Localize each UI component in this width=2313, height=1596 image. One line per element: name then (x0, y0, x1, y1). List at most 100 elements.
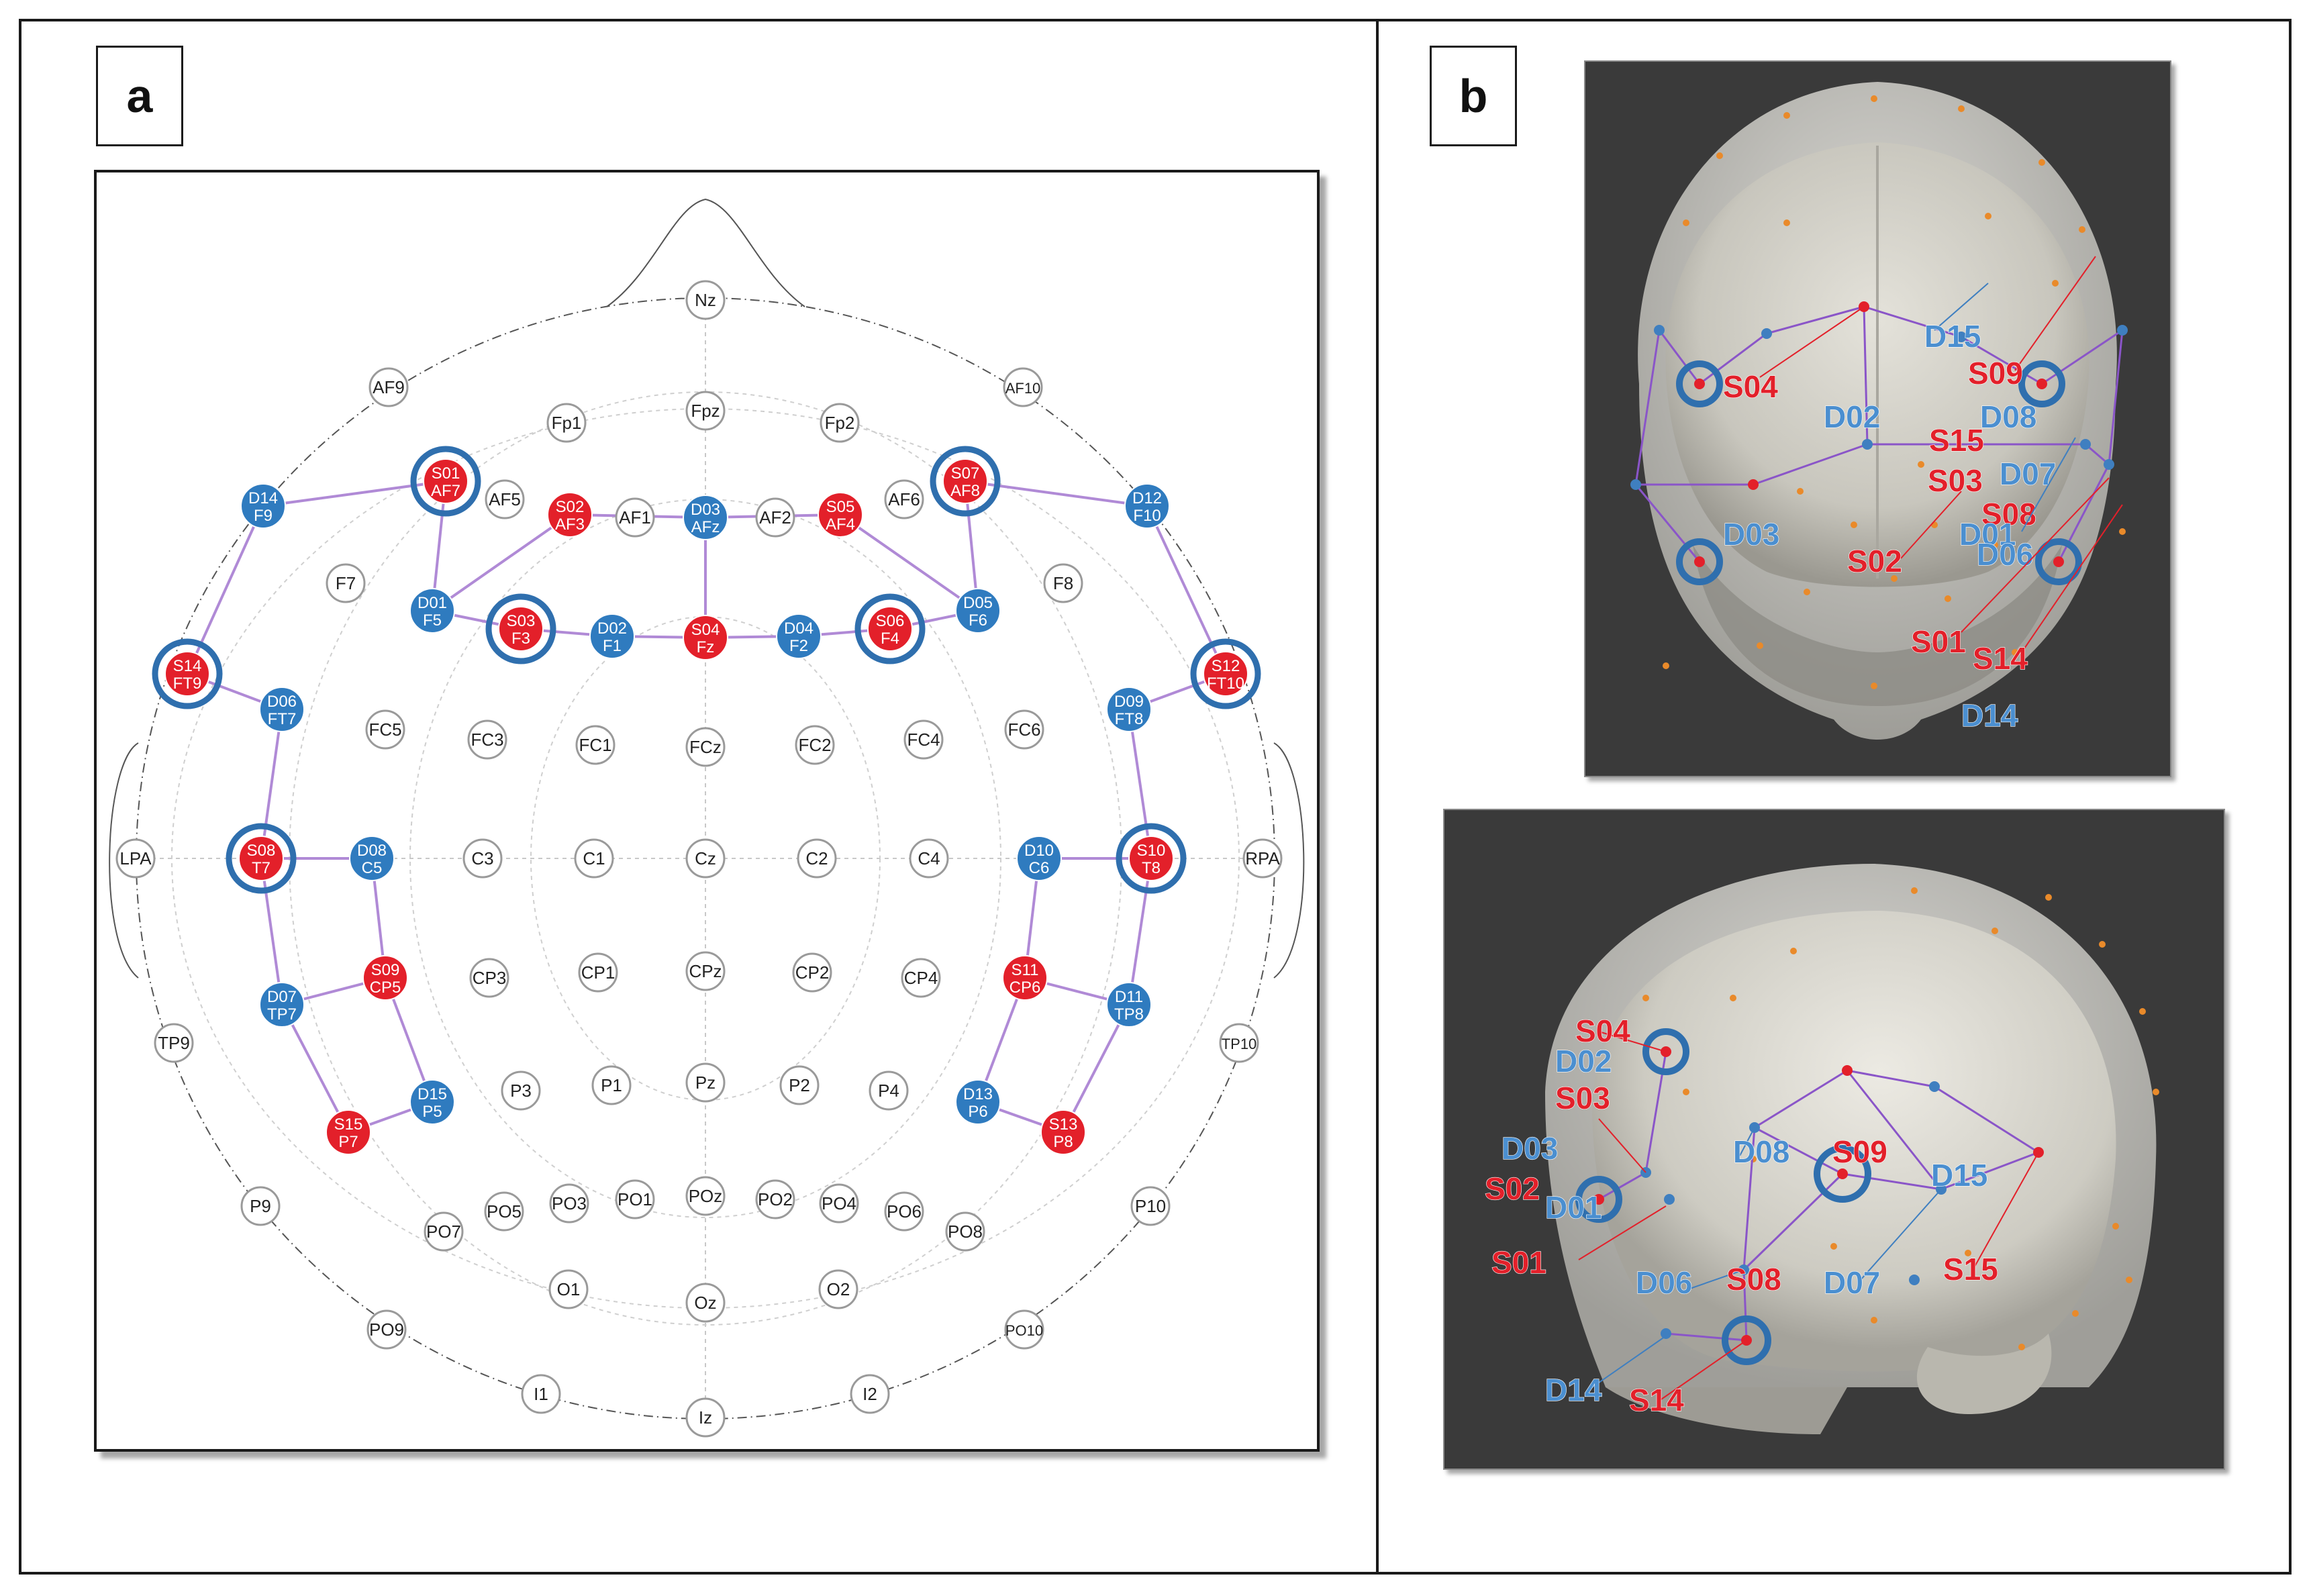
detector-id: D04 (784, 619, 814, 638)
eeg-position-label: FCz (689, 737, 722, 757)
eeg-position-label: CP4 (904, 968, 938, 988)
channel-line (1598, 1171, 1646, 1201)
eeg-position: P2 (779, 1065, 820, 1105)
source-label: S09 (1832, 1134, 1887, 1169)
source-id: S01 (432, 464, 460, 483)
cerebellum-shape (1916, 1334, 2052, 1414)
left-ear-outline (109, 742, 139, 979)
detector-position: F6 (969, 611, 987, 630)
unused-position-dot (1757, 642, 1763, 649)
eeg-position-label: PO10 (1005, 1322, 1043, 1339)
figure-frame (19, 19, 2292, 1575)
eeg-position-label: P4 (878, 1081, 899, 1101)
detector-id: D05 (963, 594, 993, 612)
source-position: AF8 (950, 482, 980, 500)
eeg-position: O1 (548, 1269, 589, 1309)
source-id: S08 (247, 842, 276, 860)
highlight-ring (854, 593, 926, 664)
right-ear-outline (1273, 742, 1305, 979)
channel-S10-D09 (1128, 709, 1152, 859)
leader-line (2021, 437, 2076, 532)
detector-position: FT8 (1115, 710, 1144, 728)
detector-label: D03 (1723, 517, 1779, 552)
eeg-position: AF5 (485, 479, 525, 519)
optode-dot (1664, 1194, 1675, 1205)
detector-label: D03 (1502, 1131, 1558, 1166)
channel-line (1842, 1173, 1942, 1191)
unused-position-dot (1871, 683, 1877, 689)
unused-position-dot (2126, 1277, 2132, 1283)
channel-S05-D05 (839, 513, 979, 612)
eeg-position: FCz (685, 727, 726, 767)
channel-line (1754, 1126, 1843, 1175)
eeg-position: FC4 (903, 719, 944, 760)
source-label: S02 (1485, 1171, 1540, 1206)
eeg-position: Nz (685, 280, 726, 320)
eeg-position-label: Fp1 (552, 413, 582, 433)
eeg-position-label: TP10 (1222, 1036, 1257, 1052)
channel-S10-D11 (1128, 858, 1152, 1005)
leader-line (1659, 1340, 1747, 1401)
eeg-position: AF1 (615, 497, 655, 538)
detector-label: D02 (1555, 1044, 1612, 1079)
eeg-position-label: C2 (805, 848, 828, 868)
eeg-position-label: Cz (695, 848, 716, 868)
source-label: S02 (1847, 544, 1902, 579)
eeg-position-label: TP9 (158, 1033, 190, 1053)
unused-position-dot (1642, 995, 1649, 1001)
channel-line (1847, 1069, 1935, 1088)
eeg-position-label: CP1 (581, 962, 616, 983)
optode-dot (1694, 379, 1705, 389)
optode-dot (1748, 479, 1759, 490)
eeg-position: CP3 (469, 958, 509, 998)
panel-b-label: b (1430, 46, 1517, 146)
eeg-position: CPz (685, 951, 726, 991)
eeg-position-label: FC2 (798, 735, 831, 755)
unused-position-dot (2018, 1344, 2025, 1350)
channel-line (1754, 1069, 1848, 1129)
eeg-position: PO6 (884, 1191, 924, 1232)
channel-line (1846, 1070, 1942, 1190)
source-label: S08 (1726, 1262, 1781, 1297)
source-id: S04 (691, 621, 720, 639)
unused-position-dot (1830, 1243, 1837, 1250)
unused-position-dot (1965, 1250, 1971, 1256)
eeg-position: PO10 (1004, 1309, 1044, 1350)
cerebellum-shape (1693, 545, 2062, 706)
unused-position-dot (2112, 1223, 2119, 1230)
detector-label: D07 (1824, 1265, 1880, 1300)
source-position: F3 (511, 630, 530, 648)
eeg-position: AF6 (884, 479, 924, 519)
eeg-position-label: Oz (694, 1293, 716, 1313)
eeg-position-label: FC3 (471, 730, 503, 750)
channel-S12-D12 (1146, 505, 1227, 675)
source-position: CP6 (1010, 979, 1041, 997)
unused-position-dot (2099, 941, 2106, 948)
unused-position-dot (1871, 95, 1877, 102)
unused-position-dot (1783, 219, 1790, 226)
source-label: S14 (1629, 1383, 1684, 1417)
unused-position-dot (1911, 887, 1918, 894)
optode-dot (2036, 379, 2047, 389)
eeg-position: PO4 (819, 1183, 859, 1224)
eeg-position: Fp1 (546, 403, 587, 443)
eeg-position-label: PO6 (887, 1201, 922, 1221)
optode-dot (1661, 1328, 1671, 1339)
detector-position: P5 (422, 1103, 442, 1121)
nose-outline (606, 198, 805, 307)
highlight-ring (1642, 1028, 1689, 1075)
highlight-ring (2018, 360, 2065, 407)
